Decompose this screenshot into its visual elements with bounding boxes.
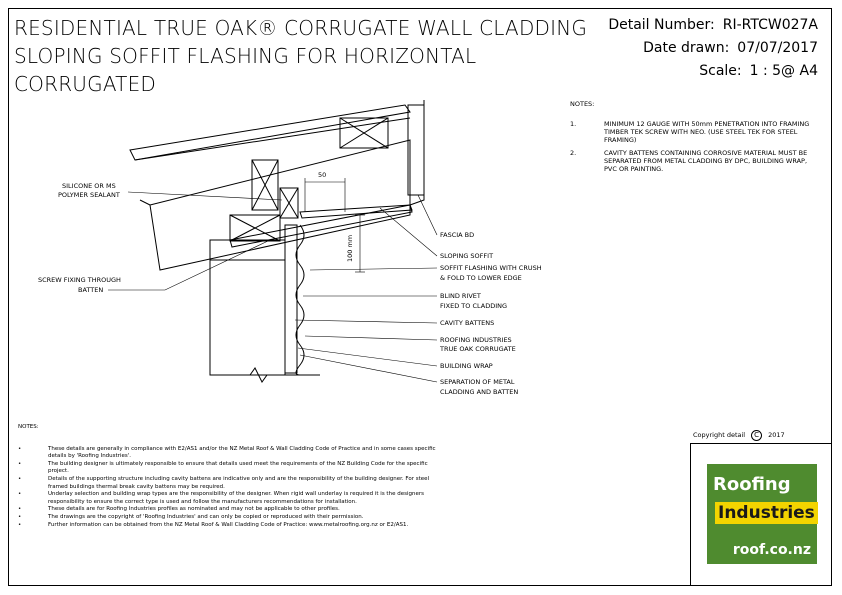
notes-bottom-heading: NOTES:: [18, 424, 39, 430]
drawing-frame: [8, 8, 832, 586]
label-soffit-flashing-2: & FOLD TO LOWER EDGE: [440, 274, 522, 282]
roof-cladding: [129, 104, 411, 161]
logo-line-2: Industries: [715, 502, 818, 524]
logo-box: Roofing Industries roof.co.nz: [690, 443, 832, 586]
cavity-batten: [284, 224, 298, 374]
date-drawn-value: 07/07/2017: [737, 40, 818, 56]
label-roofing: ROOFING INDUSTRIES: [440, 336, 512, 344]
notes-bottom-item: •The drawings are the copyright of 'Roof…: [18, 513, 364, 520]
scale-label: Scale:: [699, 63, 742, 79]
title-block-meta: Detail Number: RI-RTCW027A Date drawn: 07/…: [608, 14, 818, 83]
leader-line: [309, 267, 438, 271]
detail-number-label: Detail Number:: [608, 17, 715, 33]
label-silicone-2: POLYMER SEALANT: [58, 191, 120, 199]
corrugate-cladding: [295, 224, 305, 376]
purlin-block: [339, 117, 389, 149]
notes-bottom-item: •These details are for Roofing Industrie…: [18, 506, 340, 513]
break-line: [210, 367, 320, 383]
label-soffit: SLOPING SOFFIT: [440, 252, 493, 260]
scale-value: 1 : 5@ A4: [749, 63, 818, 79]
leader-line: [294, 319, 438, 324]
notes-top-item: 2. CAVITY BATTENS CONTAINING CORROSIVE M…: [570, 149, 810, 173]
notes-bottom-item: •Further information can be obtained fro…: [18, 521, 409, 528]
label-separation: SEPARATION OF METAL: [440, 378, 515, 386]
detail-number-value: RI-RTCW027A: [722, 17, 818, 33]
roof-underlay: [134, 117, 411, 161]
date-drawn-label: Date drawn:: [643, 40, 730, 56]
copyright-year: 2017: [768, 431, 785, 439]
note-number: 2.: [570, 149, 577, 157]
label-screw: SCREW FIXING THROUGH: [38, 276, 121, 284]
label-separation-2: CLADDING AND BATTEN: [440, 388, 518, 396]
notes-bottom-item: •The building designer is ultimately res…: [18, 460, 428, 475]
note-text: CAVITY BATTENS CONTAINING CORROSIVE MATE…: [604, 149, 808, 173]
note-number: 1.: [570, 120, 577, 128]
notes-top: NOTES: 1. MINIMUM 12 GAUGE WITH 50mm PEN…: [570, 100, 810, 178]
title-line-2: SLOPING SOFFIT FLASHING FOR HORIZONTAL: [14, 44, 477, 68]
purlin-block: [251, 159, 279, 211]
leader-line: [417, 194, 438, 236]
label-cavity: CAVITY BATTENS: [440, 319, 494, 327]
leader-line: [108, 239, 271, 291]
label-silicone: SILICONE OR MS: [62, 182, 116, 190]
copyright-icon: C: [751, 430, 763, 441]
label-roofing-2: TRUE OAK CORRUGATE: [439, 345, 516, 353]
soffit-board: [229, 204, 413, 248]
dimension-100: 100 mm: [346, 235, 354, 262]
copyright-label: Copyright detail: [693, 431, 746, 439]
leader-line: [297, 347, 438, 367]
leader-line: [379, 207, 438, 257]
label-screw-2: BATTEN: [78, 286, 103, 294]
label-soffit-flashing: SOFFIT FLASHING WITH CRUSH: [440, 264, 542, 272]
note-text: MINIMUM 12 GAUGE WITH 50mm PENETRATION I…: [604, 120, 810, 144]
label-rivet-2: FIXED TO CLADDING: [440, 302, 507, 310]
soffit-block: [279, 187, 299, 219]
notes-bottom-item: •Underlay selection and building wrap ty…: [18, 491, 424, 505]
notes-bottom: NOTES: •These details are generally in c…: [18, 424, 438, 529]
dimension-50: 50: [318, 171, 326, 179]
label-fascia: FASCIA BD: [440, 231, 474, 239]
leader-line: [299, 354, 438, 383]
copyright-line: Copyright detail C 2017: [693, 430, 785, 441]
soffit-flashing: [299, 204, 413, 219]
leader-line: [304, 335, 438, 341]
logo-line-1: Roofing: [713, 474, 791, 495]
notes-top-item: 1. MINIMUM 12 GAUGE WITH 50mm PENETRATIO…: [570, 120, 810, 144]
notes-bottom-item: •Details of the supporting structure inc…: [18, 475, 430, 490]
label-rivet: BLIND RIVET: [440, 292, 481, 300]
notes-top-heading: NOTES:: [570, 100, 595, 108]
title-line-3: CORRUGATED: [14, 72, 157, 96]
top-plate: [229, 214, 281, 242]
roofing-industries-logo: Roofing Industries roof.co.nz: [707, 464, 818, 564]
logo-url: roof.co.nz: [732, 542, 811, 558]
label-wrap: BUILDING WRAP: [440, 362, 493, 370]
notes-bottom-item: •These details are generally in complian…: [18, 445, 436, 460]
leader-line: [127, 191, 283, 201]
drawing-title: RESIDENTIAL TRUE OAK® CORRUGATE WALL CLA…: [14, 14, 587, 98]
title-line-1: RESIDENTIAL TRUE OAK® CORRUGATE WALL CLA…: [14, 16, 588, 40]
